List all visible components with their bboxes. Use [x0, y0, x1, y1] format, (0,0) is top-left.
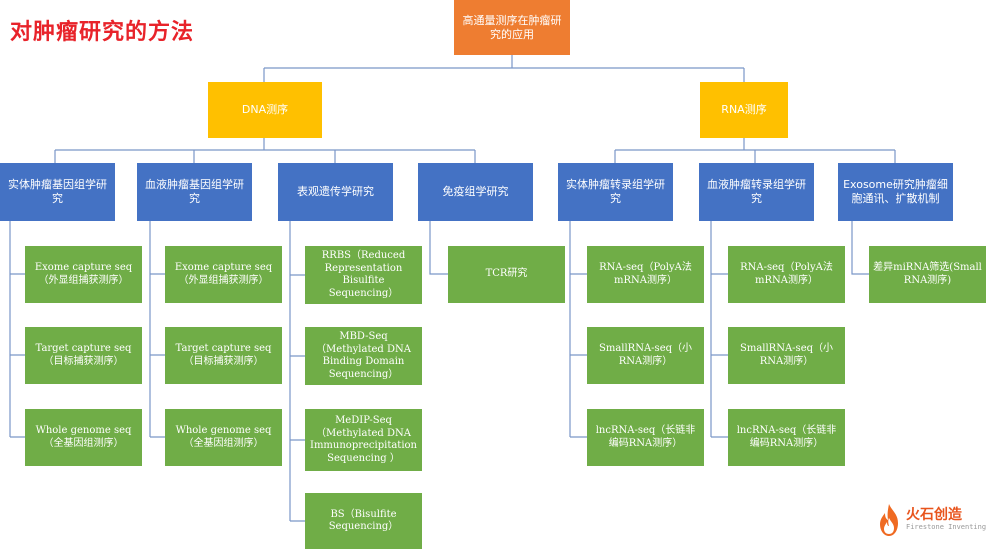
- branch-rna: RNA测序: [700, 82, 788, 138]
- list-item: RNA-seq（PolyA法mRNA测序）: [587, 246, 704, 303]
- list-item-label: SmallRNA-seq（小RNA测序）: [598, 343, 693, 367]
- root-node: 高通量测序在肿瘤研究的应用: [454, 0, 570, 55]
- category-blood-tumor-transcriptomics: 血液肿瘤转录组学研究: [699, 163, 814, 221]
- category-epigenetics: 表观遗传学研究: [278, 163, 393, 221]
- branch-dna: DNA测序: [208, 82, 322, 138]
- list-item: RRBS（Reduced Representation Bisulfite Se…: [305, 246, 422, 304]
- list-item-label: SmallRNA-seq（小RNA测序）: [739, 343, 834, 367]
- logo-name: 火石创造: [906, 507, 962, 524]
- list-item-label: Target capture seq（目标捕获测序）: [35, 343, 132, 367]
- list-item: Target capture seq（目标捕获测序）: [25, 327, 142, 384]
- list-item: lncRNA-seq（长链非编码RNA测序）: [728, 409, 845, 466]
- category-label: 血液肿瘤转录组学研究: [707, 178, 806, 205]
- list-item-label: MBD-Seq（Methylated DNA Binding Domain Se…: [316, 331, 411, 380]
- list-item-label: Whole genome seq（全基因组测序）: [175, 425, 272, 449]
- list-item: BS（Bisulfite Sequencing）: [305, 493, 422, 549]
- list-item: Exome capture seq（外显组捕获测序）: [25, 246, 142, 303]
- category-immunomics: 免疫组学研究: [418, 163, 533, 221]
- list-item: RNA-seq（PolyA法mRNA测序）: [728, 246, 845, 303]
- category-label: 实体肿瘤基因组学研究: [8, 178, 107, 205]
- list-item-label: RNA-seq（PolyA法mRNA测序）: [599, 262, 692, 286]
- list-item: Target capture seq（目标捕获测序）: [165, 327, 282, 384]
- list-item: Exome capture seq（外显组捕获测序）: [165, 246, 282, 303]
- page-title: 对肿瘤研究的方法: [10, 20, 195, 45]
- list-item: TCR研究: [448, 246, 565, 303]
- category-solid-tumor-genomics: 实体肿瘤基因组学研究: [0, 163, 115, 221]
- list-item-label: TCR研究: [485, 268, 528, 280]
- list-item: 差异miRNA筛选(Small RNA测序): [869, 246, 986, 303]
- list-item: MBD-Seq（Methylated DNA Binding Domain Se…: [305, 327, 422, 385]
- category-label: 免疫组学研究: [442, 185, 509, 199]
- category-exosome: Exosome研究肿瘤细胞通讯、扩散机制: [838, 163, 953, 221]
- flame-icon: [880, 504, 898, 536]
- list-item-label: BS（Bisulfite Sequencing）: [328, 508, 399, 533]
- list-item-label: Whole genome seq（全基因组测序）: [35, 425, 132, 449]
- category-blood-tumor-genomics: 血液肿瘤基因组学研究: [137, 163, 252, 221]
- list-item: SmallRNA-seq（小RNA测序）: [587, 327, 704, 384]
- list-item-label: RRBS（Reduced Representation Bisulfite Se…: [321, 250, 406, 299]
- list-item-label: Exome capture seq（外显组捕获测序）: [174, 262, 273, 286]
- list-item: lncRNA-seq（长链非编码RNA测序）: [587, 409, 704, 466]
- list-item: MeDIP-Seq（Methylated DNA Immunoprecipita…: [305, 409, 422, 471]
- category-label: 表观遗传学研究: [297, 185, 374, 199]
- category-label: 血液肿瘤基因组学研究: [145, 178, 244, 205]
- category-label: Exosome研究肿瘤细胞通讯、扩散机制: [843, 178, 948, 205]
- branch-rna-label: RNA测序: [721, 103, 767, 117]
- list-item-label: MeDIP-Seq（Methylated DNA Immunoprecipita…: [310, 415, 417, 464]
- branch-dna-label: DNA测序: [241, 103, 289, 117]
- logo-tagline: Firestone Inventing: [906, 522, 987, 531]
- list-item-label: Exome capture seq（外显组捕获测序）: [34, 262, 133, 286]
- list-item-label: RNA-seq（PolyA法mRNA测序）: [740, 262, 833, 286]
- list-item-label: Target capture seq（目标捕获测序）: [175, 343, 272, 367]
- list-item-label: 差异miRNA筛选(Small RNA测序): [873, 262, 982, 286]
- list-item-label: lncRNA-seq（长链非编码RNA测序）: [736, 425, 837, 449]
- category-label: 实体肿瘤转录组学研究: [566, 178, 665, 205]
- list-item: Whole genome seq（全基因组测序）: [165, 409, 282, 466]
- logo: 火石创造 Firestone Inventing: [876, 503, 986, 537]
- list-item: Whole genome seq（全基因组测序）: [25, 409, 142, 466]
- list-item: SmallRNA-seq（小RNA测序）: [728, 327, 845, 384]
- list-item-label: lncRNA-seq（长链非编码RNA测序）: [595, 425, 696, 449]
- category-solid-tumor-transcriptomics: 实体肿瘤转录组学研究: [558, 163, 673, 221]
- root-node-label: 高通量测序在肿瘤研究的应用: [462, 13, 562, 41]
